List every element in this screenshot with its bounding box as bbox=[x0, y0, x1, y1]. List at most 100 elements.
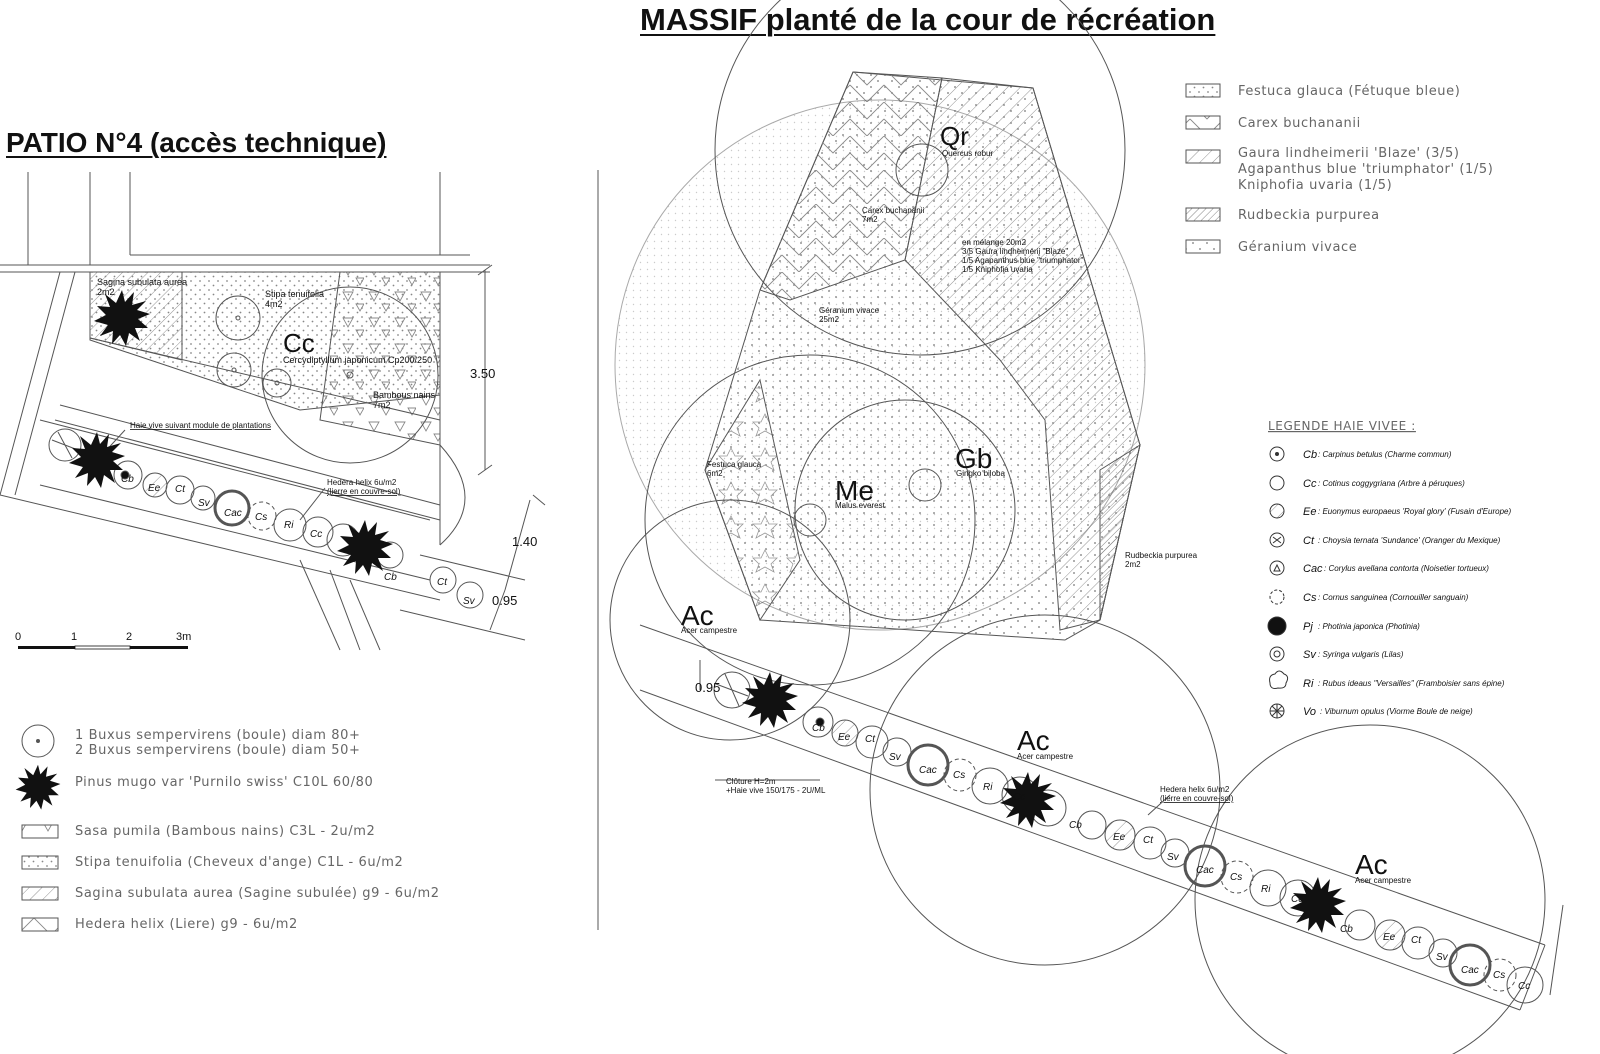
svg-text:Sv: Sv bbox=[198, 498, 211, 509]
svg-text:2: 2 bbox=[126, 631, 132, 643]
svg-text:Ct: Ct bbox=[1411, 935, 1422, 946]
svg-text:Bambous nains: Bambous nains bbox=[373, 390, 436, 400]
svg-text:Ct: Ct bbox=[1303, 535, 1315, 547]
patio-legend: 1 Buxus sempervirens (boule) diam 80+ 2 … bbox=[15, 724, 440, 932]
svg-text:: Choysia ternata 'Sundance' (: : Choysia ternata 'Sundance' (Oranger du… bbox=[1318, 536, 1501, 545]
svg-text:: Corylus avellana contorta (N: : Corylus avellana contorta (Noisetier t… bbox=[1324, 564, 1489, 573]
svg-text:7m2: 7m2 bbox=[862, 215, 878, 224]
svg-text:Carex buchananii: Carex buchananii bbox=[862, 206, 924, 215]
svg-text:Cs: Cs bbox=[255, 512, 267, 523]
svg-text:3.50: 3.50 bbox=[470, 366, 495, 381]
svg-text:Cb: Cb bbox=[121, 474, 134, 485]
svg-text:Ri: Ri bbox=[284, 520, 294, 531]
svg-text:Ct: Ct bbox=[1143, 835, 1154, 846]
svg-text:Sv: Sv bbox=[889, 752, 902, 763]
svg-text:Sv: Sv bbox=[463, 596, 476, 607]
svg-text:Ri: Ri bbox=[1261, 884, 1271, 895]
svg-text:Haie vive suivant module de pl: Haie vive suivant module de plantations bbox=[130, 421, 271, 430]
patio-plan bbox=[0, 170, 599, 930]
svg-text:Gingko biloba: Gingko biloba bbox=[956, 469, 1005, 478]
pine-icon bbox=[69, 432, 125, 488]
svg-text:0.95: 0.95 bbox=[695, 680, 720, 695]
svg-text:Géranium vivace: Géranium vivace bbox=[819, 306, 880, 315]
svg-text:Gaura lindheimerii 'Blaze' (3/: Gaura lindheimerii 'Blaze' (3/5) bbox=[1238, 146, 1460, 161]
patio-labels: Sagina subulata aurea 2m2 Stipa tenuifol… bbox=[97, 277, 537, 608]
svg-text:1/5 Agapanthus blue "triumphat: 1/5 Agapanthus blue "triumphator" bbox=[962, 256, 1083, 265]
svg-text:Ac: Ac bbox=[681, 600, 714, 631]
svg-text:: Rubus ideaus "Versailles" (F: : Rubus ideaus "Versailles" (Framboisier… bbox=[1318, 679, 1505, 688]
svg-text:Ee: Ee bbox=[1383, 932, 1396, 943]
svg-text:Sagina subulata aurea: Sagina subulata aurea bbox=[97, 277, 187, 287]
svg-text:Ee: Ee bbox=[838, 732, 851, 743]
svg-text:Acer campestre: Acer campestre bbox=[1017, 752, 1074, 761]
scale-bar: 0 1 2 3m bbox=[15, 631, 191, 650]
svg-text:Cc: Cc bbox=[1291, 894, 1303, 905]
svg-text:Cercydiptyllum japonicum Cp200: Cercydiptyllum japonicum Cp200/250 bbox=[283, 355, 432, 365]
svg-text:Cac: Cac bbox=[1461, 965, 1479, 976]
svg-text:2m2: 2m2 bbox=[1125, 560, 1141, 569]
svg-text:7m2: 7m2 bbox=[373, 400, 391, 410]
svg-text:Festuca glauca: Festuca glauca bbox=[707, 460, 762, 469]
svg-text:Cac: Cac bbox=[919, 765, 937, 776]
haie-legend-texts: : Carpinus betulus (Charme commun) : Cot… bbox=[1318, 450, 1511, 716]
svg-text:25m2: 25m2 bbox=[819, 315, 840, 324]
svg-text:Vo: Vo bbox=[1303, 706, 1316, 718]
svg-text:Clôture H=2m: Clôture H=2m bbox=[726, 777, 776, 786]
svg-text:Ri: Ri bbox=[1303, 678, 1314, 690]
svg-text:4m2: 4m2 bbox=[265, 299, 283, 309]
svg-text:Cb: Cb bbox=[812, 723, 825, 734]
svg-text:Cb: Cb bbox=[1340, 924, 1353, 935]
svg-text:Gb: Gb bbox=[955, 443, 992, 474]
massif-legend: Festuca glauca (Fétuque bleue) Carex buc… bbox=[1185, 83, 1493, 255]
pine-icon bbox=[337, 520, 393, 576]
svg-text:Pinus mugo var 'Purnilo swiss': Pinus mugo var 'Purnilo swiss' C10L 60/8… bbox=[75, 775, 373, 790]
svg-text:Hedera helix 6u/m2: Hedera helix 6u/m2 bbox=[327, 478, 397, 487]
svg-text:Hedera helix (Liere) g9 - 6u/m: Hedera helix (Liere) g9 - 6u/m2 bbox=[75, 917, 298, 932]
svg-text:: Photinia japonica (Photinia): : Photinia japonica (Photinia) bbox=[1318, 622, 1420, 631]
svg-text:Cac: Cac bbox=[1196, 865, 1214, 876]
svg-text:en mélange 20m2: en mélange 20m2 bbox=[962, 238, 1027, 247]
svg-text:Sv: Sv bbox=[1167, 852, 1180, 863]
massif-title: MASSIF planté de la cour de récréation bbox=[640, 2, 1216, 37]
svg-text:Rudbeckia purpurea: Rudbeckia purpurea bbox=[1125, 551, 1198, 560]
svg-text:Rudbeckia purpurea: Rudbeckia purpurea bbox=[1238, 208, 1380, 223]
svg-text:1.40: 1.40 bbox=[512, 534, 537, 549]
svg-text:Qr: Qr bbox=[940, 121, 969, 151]
svg-text:: Cornus sanguinea (Cornouille: : Cornus sanguinea (Cornouiller sanguain… bbox=[1318, 593, 1469, 602]
svg-text:Ee: Ee bbox=[1303, 506, 1316, 518]
svg-text:Cb: Cb bbox=[1303, 449, 1317, 461]
svg-text:0.95: 0.95 bbox=[492, 593, 517, 608]
svg-text:Agapanthus blue 'triumphator': Agapanthus blue 'triumphator' (1/5) bbox=[1238, 162, 1493, 177]
svg-text:+Haie vive 150/175 - 2U/ML: +Haie vive 150/175 - 2U/ML bbox=[726, 786, 826, 795]
pine-icon bbox=[742, 672, 798, 728]
patio-hedge-codes: Cb Ee Ct Sv Cac Cs Ri Cc Cb Ct Sv bbox=[121, 474, 476, 607]
massif-labels: Qr Quercus robur Carex buchananii 7m2 en… bbox=[681, 121, 1412, 885]
svg-text:Stipa tenuifolia: Stipa tenuifolia bbox=[265, 289, 324, 299]
svg-text:Sv: Sv bbox=[1436, 952, 1449, 963]
svg-text:: Viburnum opulus (Viorme Boul: : Viburnum opulus (Viorme Boule de neige… bbox=[1320, 707, 1473, 716]
svg-text:Ac: Ac bbox=[1355, 849, 1388, 880]
svg-text:Ee: Ee bbox=[1113, 832, 1126, 843]
svg-text:: Euonymus europaeus 'Royal gl: : Euonymus europaeus 'Royal glory' (Fusa… bbox=[1318, 507, 1511, 516]
svg-text:1 Buxus sempervirens (boule) d: 1 Buxus sempervirens (boule) diam 80+ bbox=[75, 728, 361, 743]
patio-title: PATIO N°4 (accès technique) bbox=[6, 127, 387, 158]
svg-text:Sagina subulata aurea (Sagine: Sagina subulata aurea (Sagine subulée) g… bbox=[75, 886, 440, 901]
svg-text:3/5 Gaura lindheimerii "Blaze": 3/5 Gaura lindheimerii "Blaze" bbox=[962, 247, 1068, 256]
svg-text:1: 1 bbox=[71, 631, 77, 643]
svg-text:(lierre en couvre-sol): (lierre en couvre-sol) bbox=[327, 487, 401, 496]
pine-icon bbox=[1290, 877, 1346, 933]
svg-text:Ac: Ac bbox=[1017, 725, 1050, 756]
svg-text:Cs: Cs bbox=[1230, 872, 1242, 883]
svg-text:Ct: Ct bbox=[865, 734, 876, 745]
svg-text:1/5 Kniphofia uvaria: 1/5 Kniphofia uvaria bbox=[962, 265, 1033, 274]
svg-text:0: 0 bbox=[15, 631, 21, 643]
pine-icon bbox=[15, 764, 61, 810]
svg-text:Ct: Ct bbox=[437, 577, 448, 588]
svg-text:Cs: Cs bbox=[1303, 592, 1317, 604]
svg-text:Carex buchananii: Carex buchananii bbox=[1238, 116, 1361, 131]
svg-text:Acer campestre: Acer campestre bbox=[1355, 876, 1412, 885]
svg-text:Géranium vivace: Géranium vivace bbox=[1238, 240, 1357, 255]
svg-text:Ee: Ee bbox=[148, 483, 161, 494]
massif-hedge-codes: Cb Ee Ct Sv Cac Cs Ri Cc Cb Ee Ct Sv Cac… bbox=[812, 723, 1530, 992]
haie-legend: LEGENDE HAIE VIVEE : Cb Cc Ee Ct Cac Cs … bbox=[1267, 419, 1511, 719]
